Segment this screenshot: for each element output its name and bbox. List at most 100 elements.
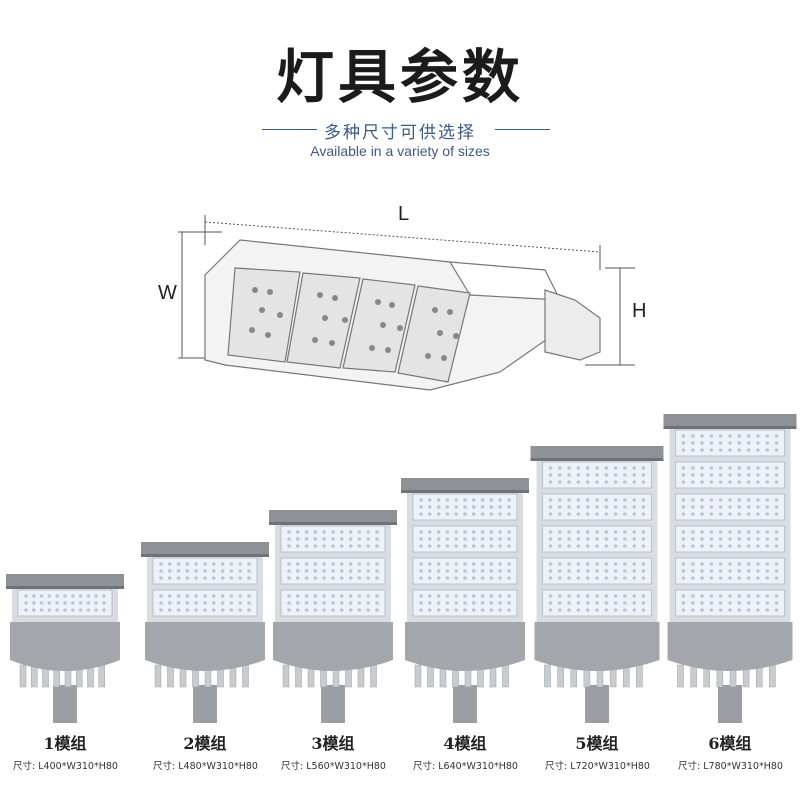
led-chip <box>428 562 432 566</box>
led-chip <box>220 569 225 573</box>
led-chip <box>604 594 609 598</box>
led-chip <box>436 505 441 509</box>
led-chip <box>595 594 599 598</box>
led-chip <box>436 498 441 502</box>
led-chip <box>576 530 581 534</box>
led-chip <box>322 544 327 548</box>
led-chip <box>746 530 751 534</box>
led-chip <box>78 594 83 598</box>
led-chip <box>498 530 503 534</box>
led-chip <box>709 473 714 477</box>
led-chip <box>756 537 760 541</box>
led-chip <box>419 530 423 534</box>
led-chip <box>78 608 83 612</box>
lamp-cap-edge <box>141 554 269 557</box>
led-chip <box>463 601 467 605</box>
led-chip <box>63 594 67 598</box>
led-chip <box>229 594 234 598</box>
led-chip <box>55 601 59 605</box>
led-chip <box>746 562 751 566</box>
led-chip <box>322 562 327 566</box>
led-chip <box>558 505 562 509</box>
led-chip <box>746 537 751 541</box>
lamp-outline-drawing <box>204 239 601 391</box>
led-chip <box>774 601 779 605</box>
led-chip <box>548 530 553 534</box>
led-chip <box>428 505 432 509</box>
led-chip <box>604 608 609 612</box>
lamp-top-cap <box>663 414 797 428</box>
led-chip <box>63 601 67 605</box>
lamp-cap-edge <box>530 458 664 461</box>
led-chip <box>737 601 742 605</box>
led-chip <box>480 608 485 612</box>
led-chip <box>576 594 581 598</box>
led-chip <box>436 530 441 534</box>
subtitle-right-rule <box>495 129 550 130</box>
led-chip <box>366 569 371 573</box>
led-chip <box>737 505 742 509</box>
led-chip <box>756 601 760 605</box>
led-chip <box>203 608 207 612</box>
lamp-cap-edge <box>6 586 124 589</box>
led-chip <box>709 505 714 509</box>
led-chip <box>375 601 379 605</box>
led-chip <box>728 448 732 452</box>
led-chip <box>340 608 344 612</box>
led-chip <box>765 608 769 612</box>
led-chip <box>567 512 571 516</box>
led-chip <box>203 601 207 605</box>
led-chip <box>168 569 172 573</box>
led-chip <box>463 594 467 598</box>
led-chip <box>436 569 441 573</box>
led-chip <box>489 601 494 605</box>
led-chip <box>604 480 609 484</box>
led-chip <box>632 498 636 502</box>
led-chip <box>159 576 163 580</box>
led-chip <box>756 544 760 548</box>
led-chip <box>498 562 503 566</box>
led-chip <box>576 601 581 605</box>
led-chip <box>700 505 704 509</box>
led-chip <box>454 537 459 541</box>
led-chip <box>709 466 714 470</box>
led-chip <box>489 576 494 580</box>
led-chip <box>185 601 190 605</box>
led-chip <box>480 576 485 580</box>
led-chip <box>641 512 646 516</box>
led-chip <box>340 594 344 598</box>
led-chip <box>737 448 742 452</box>
led-chip <box>765 537 769 541</box>
led-chip <box>313 576 318 580</box>
led-chip <box>428 601 432 605</box>
led-chip <box>709 608 714 612</box>
led-chip <box>576 576 581 580</box>
led-chip <box>287 537 291 541</box>
led-chip <box>774 498 779 502</box>
led-chip <box>595 466 599 470</box>
led-chip <box>774 608 779 612</box>
led-chip <box>595 537 599 541</box>
led-chip <box>691 594 695 598</box>
led-chip <box>613 466 618 470</box>
led-chip <box>595 562 599 566</box>
led-chip <box>700 601 704 605</box>
led-chip <box>691 562 695 566</box>
led-chip <box>718 594 723 598</box>
led-chip <box>247 608 251 612</box>
led-chip <box>498 576 503 580</box>
led-chip <box>436 562 441 566</box>
led-chip <box>203 562 207 566</box>
led-chip <box>558 601 562 605</box>
led-chip <box>585 530 590 534</box>
led-chip <box>331 530 335 534</box>
led-chip <box>454 569 459 573</box>
led-chip <box>472 498 476 502</box>
led-chip <box>576 608 581 612</box>
led-chip <box>340 544 344 548</box>
heat-fin <box>295 664 302 688</box>
led-chip <box>728 441 732 445</box>
led-chip <box>331 601 335 605</box>
led-chip <box>419 576 423 580</box>
led-chip <box>641 594 646 598</box>
